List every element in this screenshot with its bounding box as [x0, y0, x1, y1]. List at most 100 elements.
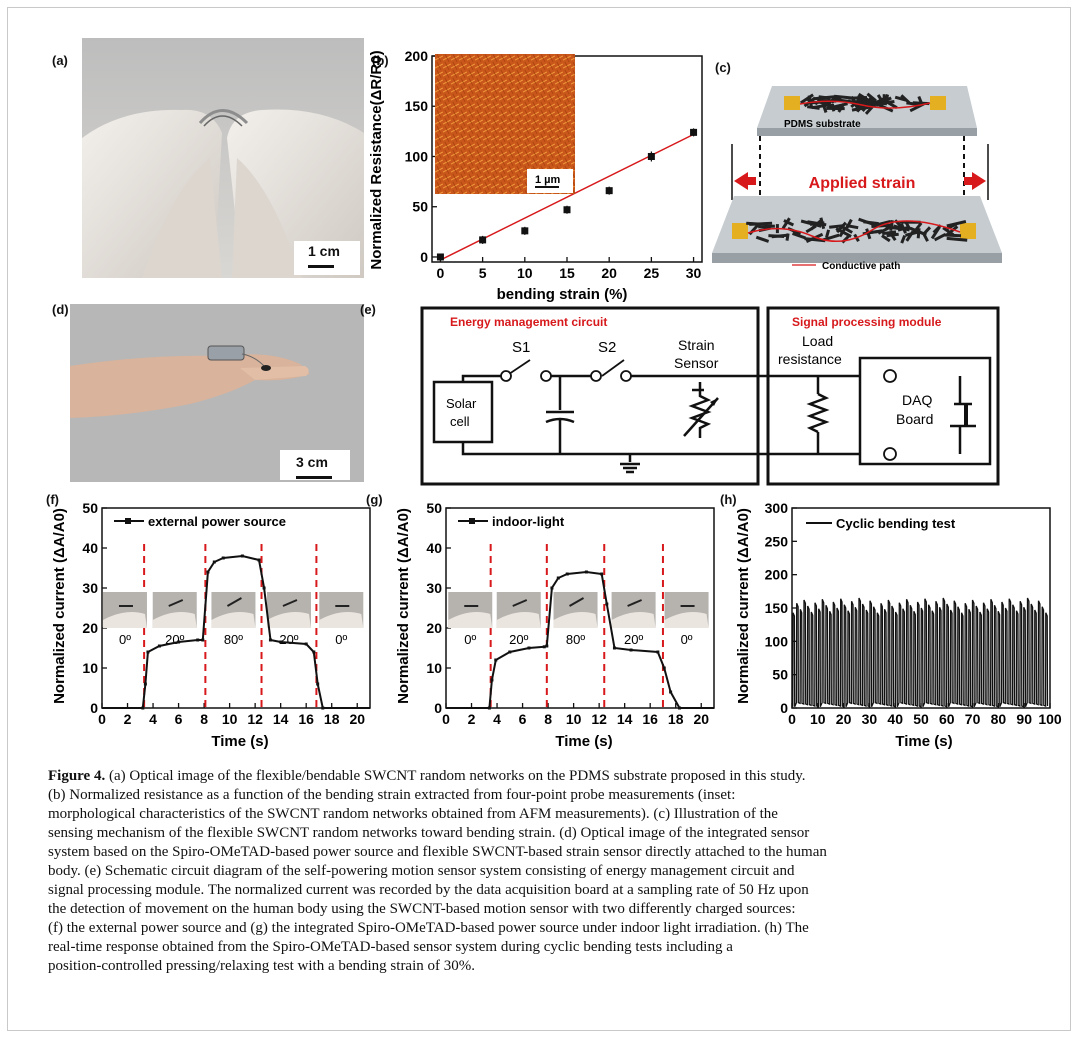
cnt-stick [930, 226, 941, 240]
strain-sensor-label-1: Strain [678, 337, 715, 353]
chart-f-ytick-label: 20 [82, 620, 98, 636]
chart-f-ytick-label: 10 [82, 660, 98, 676]
chart-h-xtick-label: 20 [836, 711, 852, 727]
daq-label-2: Board [896, 411, 933, 427]
chart-f-xtick-label: 14 [273, 711, 289, 727]
chart-g-angle-label: 80º [566, 632, 585, 647]
chart-f-series-point [262, 586, 266, 590]
cnt-stick [837, 103, 846, 113]
chart-f-angle-finger [152, 612, 197, 628]
cnt-stick [933, 232, 947, 242]
panel-d-photo: 3 cm [70, 304, 364, 482]
chart-h-ytick-label: 150 [765, 600, 789, 616]
chart-f-xtick-label: 2 [124, 711, 132, 727]
chart-f-xtick-label: 18 [324, 711, 340, 727]
chart-g-ytick-label: 30 [426, 580, 442, 596]
figure-frame [7, 7, 1071, 1031]
caption-line-4: system based on the Spiro-OMeTAD-based p… [48, 844, 827, 860]
chart-h-xtick-label: 60 [939, 711, 955, 727]
chart-g-series-point [612, 646, 616, 650]
cnt-stick [879, 94, 890, 103]
cnt-stick [945, 225, 959, 237]
cnt-stick [881, 234, 891, 243]
chart-f-xtick-label: 0 [98, 711, 106, 727]
chart-h-xtick-label: 80 [991, 711, 1007, 727]
chart-g-angle-label: 20º [624, 632, 643, 647]
cnt-stick [906, 101, 920, 107]
load-label-2: resistance [778, 351, 842, 367]
panel-e-circuit: Energy management circuit Signal process… [420, 306, 1000, 486]
scale-bar-d-line [296, 476, 332, 479]
chart-f-legend-marker [125, 518, 131, 524]
chart-f-angle-finger [211, 612, 256, 628]
chart-f-series-point [141, 706, 145, 710]
chart-h-xtick-label: 0 [788, 711, 796, 727]
chart-g-series-point [556, 576, 560, 580]
chart-g-xtick-label: 18 [668, 711, 684, 727]
daq-label-1: DAQ [902, 392, 932, 408]
cnt-stick [845, 224, 859, 230]
chart-g-ytick-label: 50 [426, 500, 442, 516]
chart-g-series-point [600, 572, 604, 576]
afm-scale-label: 1 µm [535, 174, 561, 186]
figure-caption: Figure 4. (a) Optical image of the flexi… [48, 767, 1048, 976]
cnt-stick [806, 105, 820, 110]
cnt-stick [818, 95, 831, 100]
caption-line-8: (f) the external power source and (g) th… [48, 920, 809, 936]
cnt-stick [783, 219, 795, 227]
chart-g-angle-finger [611, 612, 656, 628]
caption-line-0: (a) Optical image of the flexible/bendab… [105, 768, 806, 784]
caption-line-7: the detection of movement on the human b… [48, 901, 796, 917]
cnt-stick [905, 230, 915, 242]
chart-f-ytick-label: 40 [82, 540, 98, 556]
chart-g-ytick-label: 10 [426, 660, 442, 676]
chart-g-series-point [508, 650, 512, 654]
chart-f-legend-label: external power source [148, 514, 286, 529]
signal-module-title: Signal processing module [792, 315, 942, 329]
chart-h-ytick-label: 50 [772, 667, 788, 683]
chart-g-xlabel: Time (s) [555, 733, 612, 750]
chart-h-ytick-label: 0 [780, 700, 788, 716]
scale-bar-a: 1 cm [294, 241, 360, 275]
chart-g-series-point [542, 645, 546, 649]
chart-f-angle-label: 80º [224, 632, 243, 647]
chart-h-xtick-label: 90 [1016, 711, 1032, 727]
chart-g-series-point [678, 706, 682, 710]
chart-b-ylabel: Normalized Resistance(ΔR/R0) [368, 50, 385, 269]
chart-b-ytick-label: 200 [405, 48, 429, 64]
panel-b-label: (b) [372, 53, 389, 68]
cnt-stick [839, 224, 853, 234]
chart-g-series-point [550, 586, 554, 590]
chart-h-series-line [792, 597, 1049, 708]
switch-s1-label: S1 [512, 339, 530, 356]
chart-f-angle-finger [102, 612, 147, 628]
chart-f-series-point [268, 638, 272, 642]
chart-b-point [436, 253, 444, 261]
cnt-stick [758, 224, 775, 229]
panel-c-label: (c) [715, 60, 731, 75]
caption-line-10: position-controlled pressing/relaxing te… [48, 958, 476, 974]
scale-bar-d: 3 cm [280, 450, 350, 480]
chart-g-series-point [669, 690, 673, 694]
cnt-stick [825, 229, 831, 238]
chart-g-angle-marker [569, 597, 585, 607]
chart-f-angle-label: 0º [335, 632, 347, 647]
chart-g-xtick-label: 14 [617, 711, 633, 727]
chart-g-series-point [629, 648, 633, 652]
cnt-stick [850, 95, 857, 104]
solar-cell-label-1: Solar [446, 396, 477, 411]
chart-g-angle-finger [664, 612, 709, 628]
chart-f-series-point [304, 642, 308, 646]
chart-g-ylabel: Normalized current (ΔA/A0) [395, 508, 412, 704]
chart-g-angle-marker [627, 599, 642, 607]
chart-b-point [690, 128, 698, 136]
chart-b-xtick-label: 20 [601, 265, 617, 281]
chart-g-series-point [565, 572, 569, 576]
chart-f-series-point [157, 644, 161, 648]
chart-f-series-point [201, 638, 205, 642]
cnt-stick [916, 228, 921, 239]
chart-g-xtick-label: 4 [493, 711, 501, 727]
cnt-stick [922, 226, 932, 236]
cnt-stick [791, 231, 807, 240]
